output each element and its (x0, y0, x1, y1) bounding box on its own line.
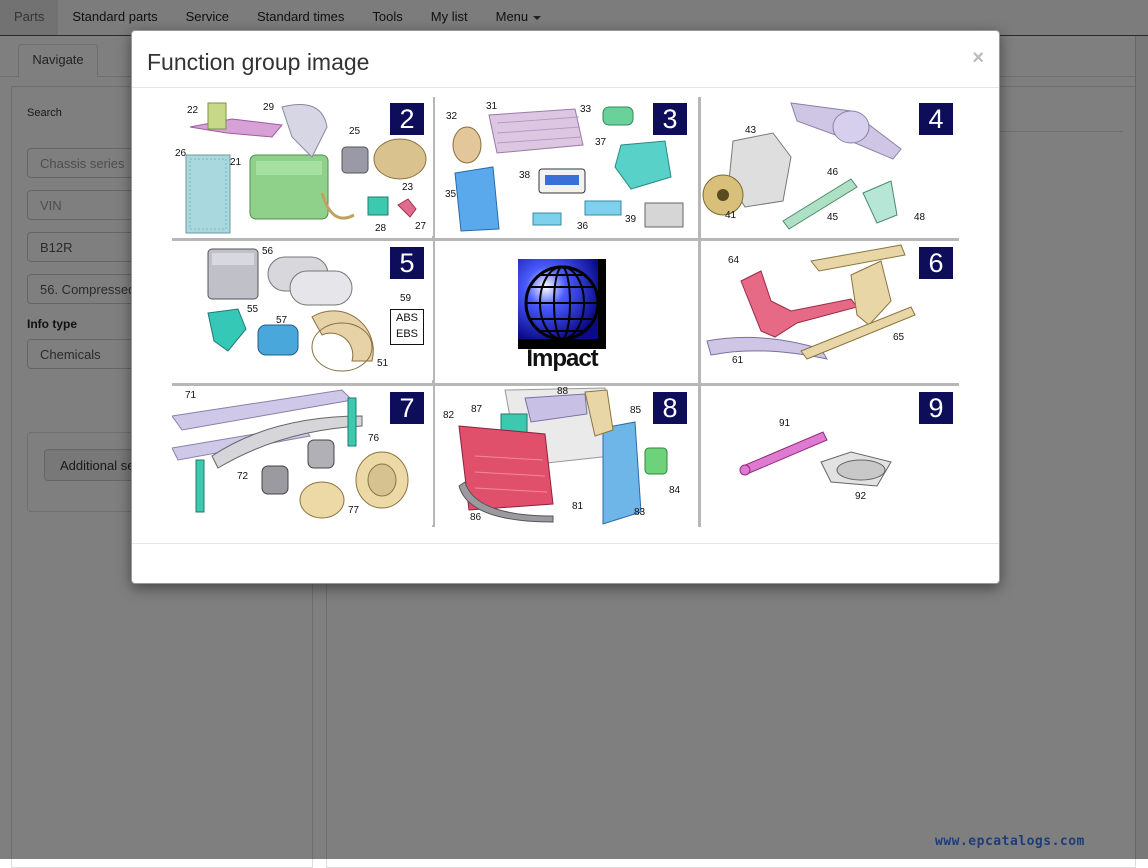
group-number-badge: 7 (390, 392, 424, 424)
group-number-badge: 4 (919, 103, 953, 135)
function-group-3[interactable]: 31 33 32 37 38 35 36 39 3 (435, 97, 696, 236)
cab-illustration (458, 387, 668, 525)
group-number-badge: 6 (919, 247, 953, 279)
part-label: 23 (402, 182, 414, 193)
part-label: 38 (519, 170, 531, 181)
function-group-2[interactable]: 22 29 25 26 21 23 28 27 2 (172, 97, 433, 236)
function-group-4[interactable]: 43 46 41 45 48 4 (701, 97, 962, 236)
part-label: 92 (855, 491, 867, 502)
function-group-7[interactable]: 71 76 72 77 7 (172, 386, 433, 525)
part-label: 77 (348, 505, 360, 516)
part-label: 72 (237, 471, 249, 482)
part-label: 35 (445, 189, 457, 200)
part-label: 31 (486, 101, 498, 112)
watermark-text: www.epcatalogs.com (935, 834, 1085, 849)
part-label: 43 (745, 125, 757, 136)
group-number-badge: 8 (653, 392, 687, 424)
part-label: 86 (470, 512, 482, 523)
part-label: 64 (728, 255, 740, 266)
part-label: 46 (827, 167, 839, 178)
part-label: 88 (557, 386, 569, 397)
part-label: 55 (247, 304, 259, 315)
impact-logo (518, 259, 606, 349)
part-label: 65 (893, 332, 905, 343)
grid-divider (432, 97, 435, 527)
close-icon[interactable]: × (972, 47, 984, 69)
part-label: 21 (230, 157, 242, 168)
modal-footer-divider (132, 543, 999, 544)
transmission-illustration (702, 102, 902, 230)
group-number-badge: 2 (390, 103, 424, 135)
part-label: 71 (185, 390, 197, 401)
part-label: 25 (349, 126, 361, 137)
group-number-badge: 3 (653, 103, 687, 135)
part-label: 39 (625, 214, 637, 225)
part-label: 32 (446, 111, 458, 122)
equipment-illustration (739, 431, 892, 487)
part-label: 51 (377, 358, 389, 369)
abs-label: ABS (395, 312, 418, 324)
part-label: 87 (471, 404, 483, 415)
suspension-illustration (706, 244, 916, 360)
part-label: 85 (630, 405, 642, 416)
impact-logo-text: Impact (526, 345, 598, 372)
function-group-9[interactable]: 91 92 9 (701, 386, 962, 525)
modal-title: Function group image (147, 49, 370, 75)
part-label: 81 (572, 501, 584, 512)
engine-illustration (185, 102, 427, 234)
electrical-illustration (452, 106, 684, 232)
function-group-grid: 22 29 25 26 21 23 28 27 2 (172, 97, 962, 527)
grid-divider (172, 383, 959, 386)
group-number-badge: 5 (390, 247, 424, 279)
frame-illustration (172, 389, 409, 519)
modal-header-divider (132, 87, 999, 88)
part-label: 26 (175, 148, 187, 159)
part-label: 57 (276, 315, 288, 326)
part-label: 84 (669, 485, 681, 496)
grid-divider (172, 238, 959, 241)
part-label: 59 (400, 293, 412, 304)
function-group-modal: Function group image × 22 (131, 30, 1000, 584)
part-label: 82 (443, 410, 455, 421)
abs-ebs-box: ABS EBS (390, 309, 424, 345)
part-label: 56 (262, 246, 274, 257)
ebs-label: EBS (395, 328, 418, 340)
part-label: 33 (580, 104, 592, 115)
part-label: 37 (595, 137, 607, 148)
part-label: 22 (187, 105, 199, 116)
part-label: 29 (263, 102, 275, 113)
part-label: 27 (415, 221, 427, 232)
part-label: 36 (577, 221, 589, 232)
function-group-5[interactable]: 56 59 55 57 51 ABS EBS 5 (172, 241, 433, 380)
part-label: 28 (375, 223, 387, 234)
part-label: 41 (725, 210, 737, 221)
grid-divider (698, 97, 701, 527)
part-label: 61 (732, 355, 744, 366)
part-label: 83 (634, 507, 646, 518)
part-label: 48 (914, 212, 926, 223)
impact-logo-cell: Impact (435, 241, 696, 380)
part-label: 91 (779, 418, 791, 429)
brakes-illustration (207, 248, 374, 372)
globe-icon (518, 259, 600, 341)
part-label: 76 (368, 433, 380, 444)
group-number-badge: 9 (919, 392, 953, 424)
function-group-6[interactable]: 64 65 61 6 (701, 241, 962, 380)
function-group-8[interactable]: 88 87 82 85 84 81 86 83 8 (435, 386, 696, 525)
part-label: 45 (827, 212, 839, 223)
